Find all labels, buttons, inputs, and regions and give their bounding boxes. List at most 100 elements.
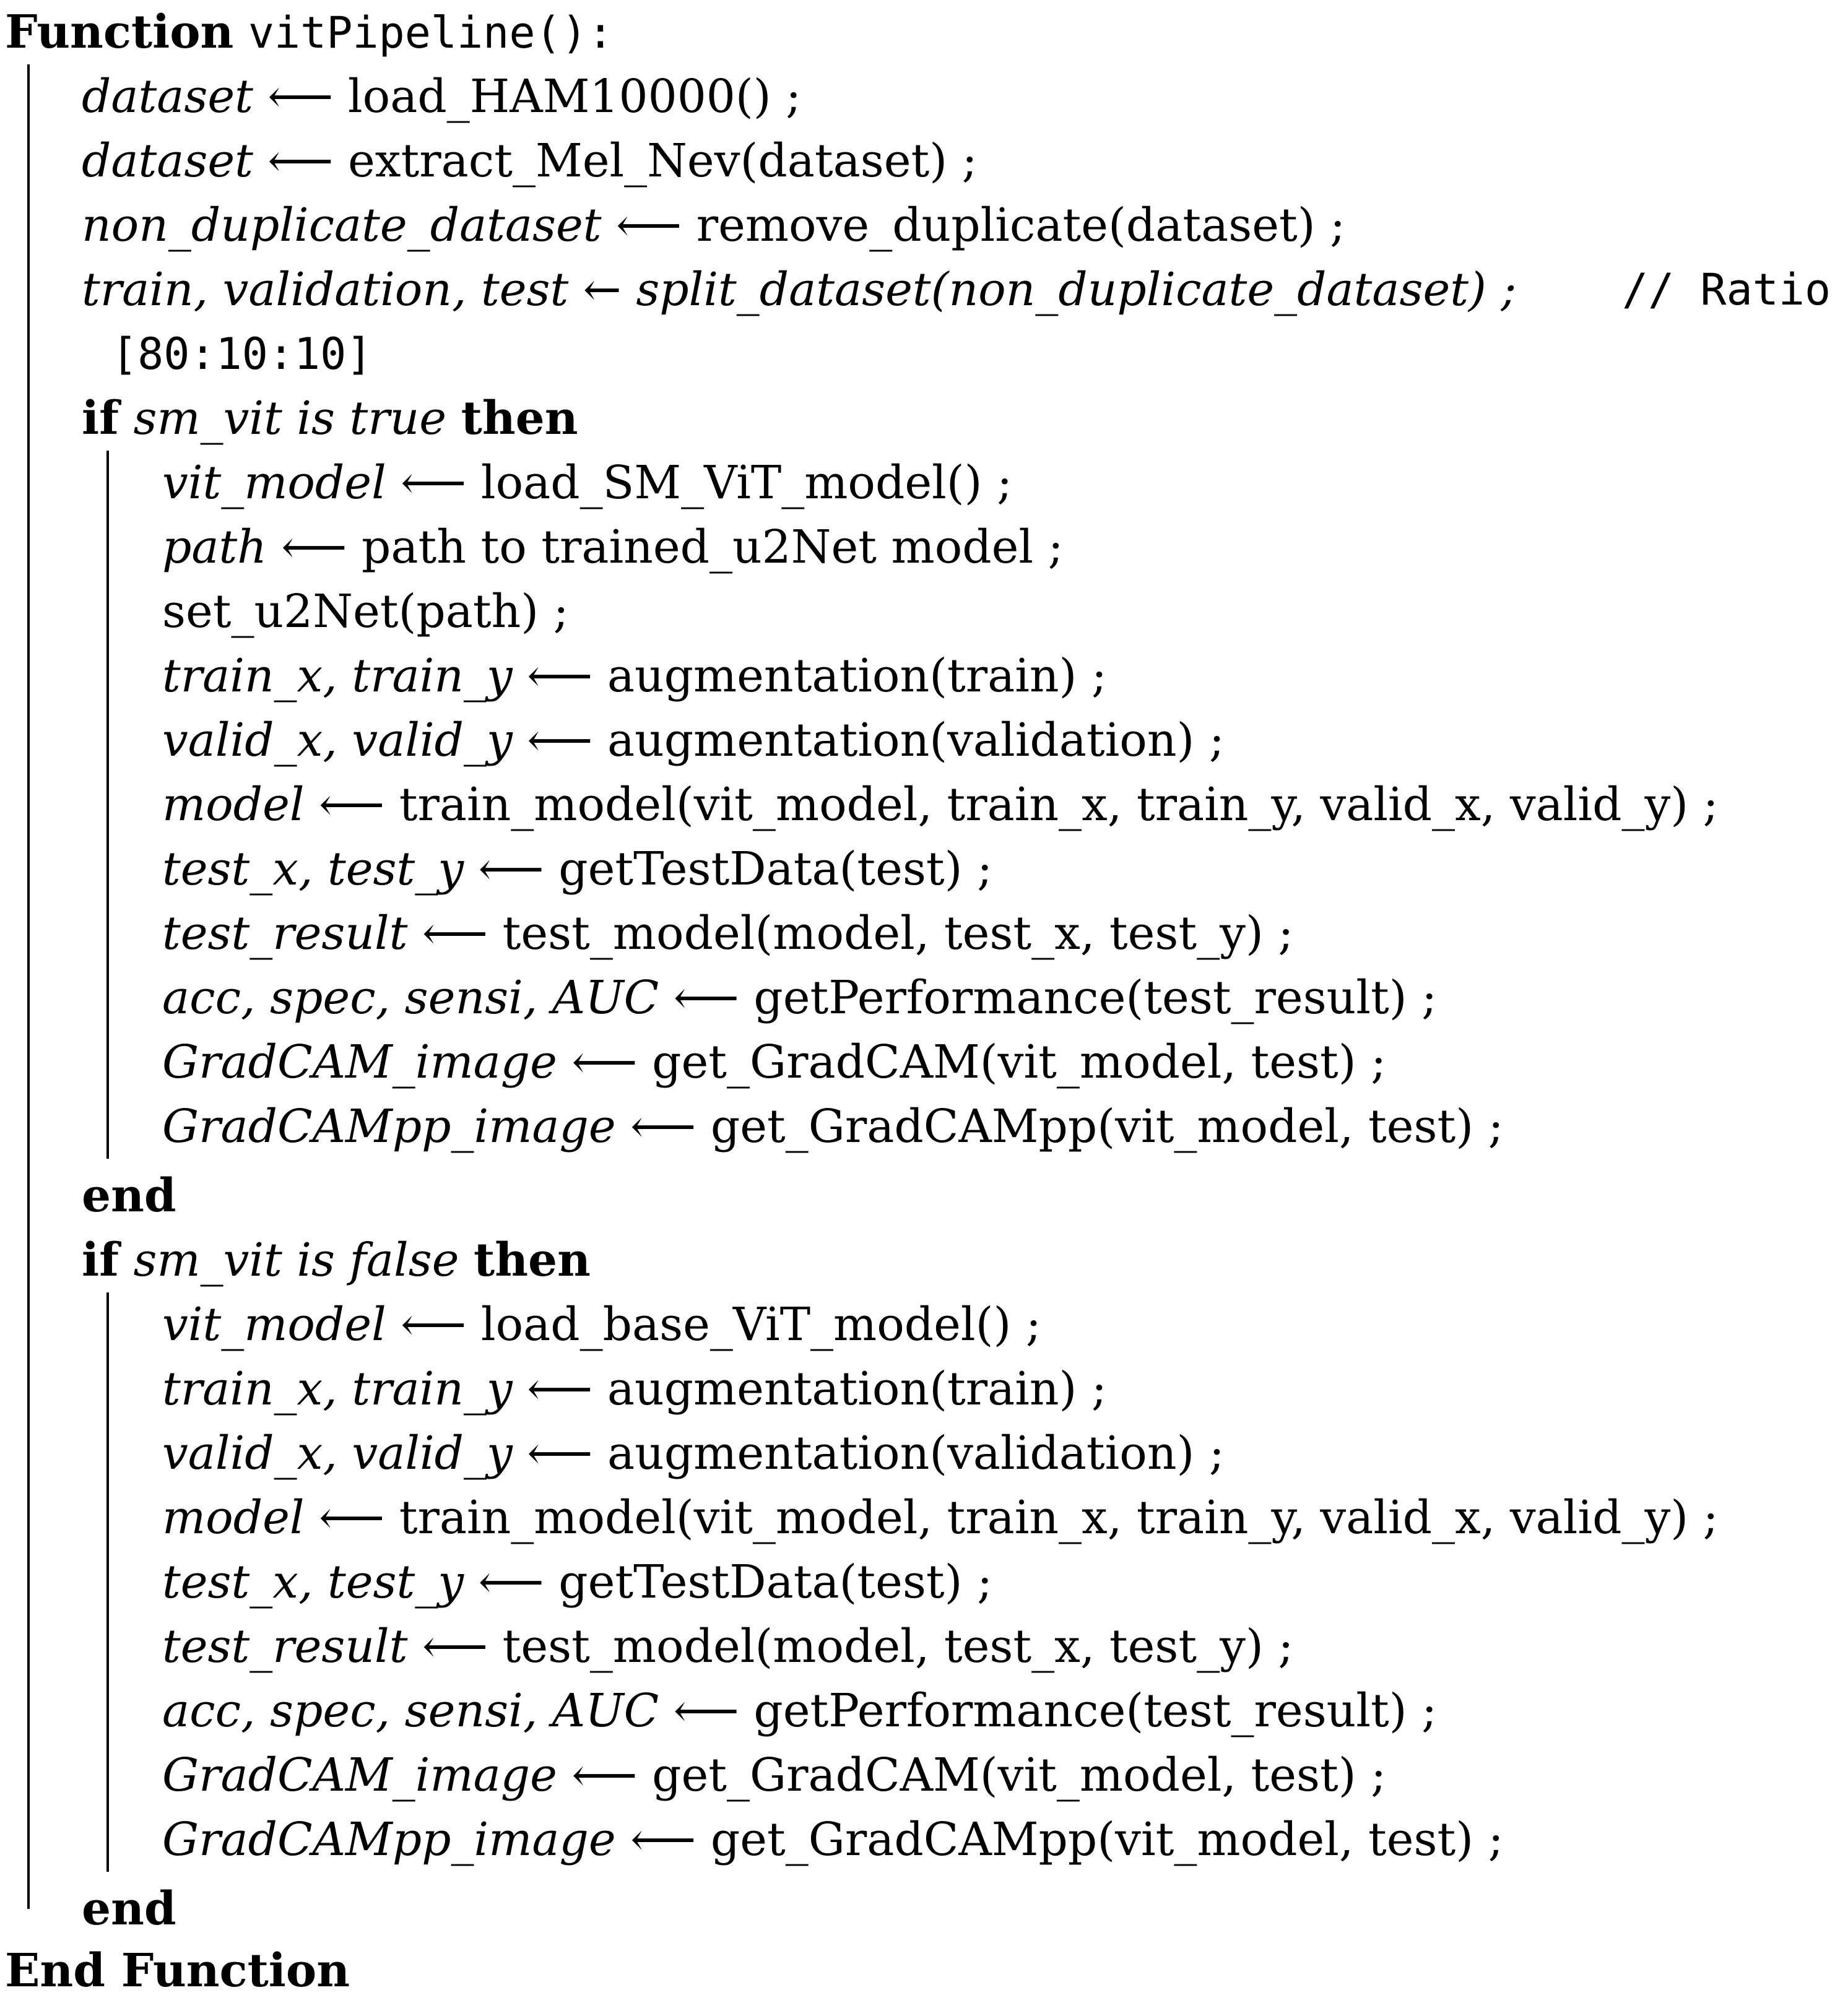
statement-lhs: test_x, test_y [162, 842, 464, 896]
assign-arrow: ⟵ [319, 1491, 385, 1544]
statement-line: path ⟵ path to trained_u2Net model ; [162, 515, 1064, 579]
statement-line: GradCAMpp_image ⟵ get_GradCAMpp(vit_mode… [162, 1094, 1504, 1159]
statement-rhs: set_u2Net(path) ; [162, 585, 569, 638]
preamble-rhs: load_HAM10000() ; [348, 70, 802, 123]
statement-rhs: augmentation(validation) ; [607, 714, 1225, 767]
statement-line: test_result ⟵ test_model(model, test_x, … [162, 1614, 1293, 1679]
if-false-body-bar [106, 1292, 109, 1872]
if-keyword: if [82, 392, 119, 445]
statement-lhs: GradCAM_image [162, 1036, 557, 1089]
condition-rest: is true [297, 392, 447, 445]
statement-rhs: getTestData(test) ; [558, 1555, 992, 1609]
preamble-line-3: non_duplicate_dataset ⟵ remove_duplicate… [82, 193, 1345, 257]
preamble-rhs: split_dataset(non_duplicate_dataset) ; [636, 263, 1517, 316]
if-false-end: end [82, 1882, 176, 1936]
assign-arrow: ⟵ [571, 1749, 638, 1802]
statement-lhs: valid_x, valid_y [162, 714, 513, 767]
assign-arrow: ⟵ [478, 1555, 544, 1609]
assign-arrow: ⟵ [527, 649, 593, 703]
statement-line: acc, spec, sensi, AUC ⟵ getPerformance(t… [162, 966, 1437, 1030]
statement-line: GradCAMpp_image ⟵ get_GradCAMpp(vit_mode… [162, 1807, 1504, 1872]
statement-rhs: path to trained_u2Net model ; [362, 521, 1064, 574]
short-arrow: ← [583, 263, 622, 316]
statement-rhs: train_model(vit_model, train_x, train_y,… [399, 1491, 1719, 1544]
if-true-header: if sm_vit is true then [82, 386, 578, 451]
preamble-lhs: non_duplicate_dataset [82, 199, 602, 252]
if-keyword: if [82, 1234, 119, 1287]
statement-lhs: GradCAMpp_image [162, 1813, 616, 1866]
assign-arrow: ⟵ [673, 971, 739, 1024]
statement-line: vit_model ⟵ load_base_ViT_model() ; [162, 1292, 1041, 1357]
statement-rhs: augmentation(validation) ; [607, 1427, 1225, 1480]
assign-arrow: ⟵ [571, 1036, 638, 1089]
statement-rhs: get_GradCAMpp(vit_model, test) ; [710, 1100, 1504, 1153]
statement-line: model ⟵ train_model(vit_model, train_x, … [162, 772, 1719, 837]
statement-line: GradCAM_image ⟵ get_GradCAM(vit_model, t… [162, 1743, 1386, 1807]
preamble-rhs: remove_duplicate(dataset) ; [696, 199, 1346, 252]
statement-rhs: test_model(model, test_x, test_y) ; [502, 1620, 1294, 1673]
assign-arrow: ⟵ [478, 842, 544, 896]
statement-lhs: test_result [162, 1620, 408, 1673]
assign-arrow: ⟵ [281, 521, 347, 574]
statement-lhs: train_x, train_y [162, 1362, 513, 1416]
statement-line: test_result ⟵ test_model(model, test_x, … [162, 901, 1293, 966]
preamble-lhs: train, validation, test [82, 263, 569, 316]
statement-line: valid_x, valid_y ⟵ augmentation(validati… [162, 708, 1225, 772]
statement-lhs: GradCAM_image [162, 1749, 557, 1802]
statement-lhs: model [162, 1491, 305, 1544]
ratio-comment-continued: [80:10:10] [111, 329, 373, 379]
statement-line: train_x, train_y ⟵ augmentation(train) ; [162, 644, 1107, 708]
statement-rhs: getPerformance(test_result) ; [753, 971, 1438, 1024]
statement-rhs: load_base_ViT_model() ; [480, 1298, 1041, 1351]
statement-lhs: acc, spec, sensi, AUC [162, 971, 659, 1024]
preamble-line-2: dataset ⟵ extract_Mel_Nev(dataset) ; [82, 129, 978, 193]
statement-rhs: augmentation(train) ; [607, 1362, 1107, 1416]
if-false-header: if sm_vit is false then [82, 1228, 591, 1292]
statement-line: train_x, train_y ⟵ augmentation(train) ; [162, 1357, 1107, 1421]
assign-arrow: ⟵ [422, 907, 488, 960]
statement-lhs: model [162, 778, 305, 831]
statement-line: GradCAM_image ⟵ get_GradCAM(vit_model, t… [162, 1030, 1386, 1094]
statement-lhs: path [162, 521, 267, 574]
end-function: End Function [5, 1944, 350, 1997]
function-body-bar [27, 64, 30, 1909]
preamble-line-1: dataset ⟵ load_HAM10000() ; [82, 64, 801, 129]
condition-rest: is false [297, 1234, 459, 1287]
statement-lhs: GradCAMpp_image [162, 1100, 616, 1153]
if-true-body-bar [106, 451, 109, 1159]
statement-line: model ⟵ train_model(vit_model, train_x, … [162, 1486, 1719, 1550]
condition-var: sm_vit [133, 392, 282, 445]
statement-line: acc, spec, sensi, AUC ⟵ getPerformance(t… [162, 1679, 1437, 1743]
if-true-end: end [82, 1169, 176, 1222]
statement-line: set_u2Net(path) ; [162, 579, 569, 644]
statement-lhs: train_x, train_y [162, 649, 513, 703]
ratio-comment: // Ratio [1622, 264, 1831, 315]
assign-arrow: ⟵ [401, 1298, 467, 1351]
assign-arrow: ⟵ [401, 456, 467, 509]
statement-rhs: get_GradCAM(vit_model, test) ; [652, 1749, 1387, 1802]
statement-line: test_x, test_y ⟵ getTestData(test) ; [162, 837, 992, 901]
statement-rhs: load_SM_ViT_model() ; [480, 456, 1013, 509]
assign-arrow: ⟵ [267, 134, 334, 188]
preamble-line-4: train, validation, test ← split_dataset(… [82, 257, 1516, 322]
statement-rhs: augmentation(train) ; [607, 649, 1107, 703]
statement-rhs: getPerformance(test_result) ; [753, 1684, 1438, 1737]
preamble-rhs: extract_Mel_Nev(dataset) ; [348, 134, 978, 188]
assign-arrow: ⟵ [527, 714, 593, 767]
statement-line: valid_x, valid_y ⟵ augmentation(validati… [162, 1421, 1225, 1486]
assign-arrow: ⟵ [630, 1100, 696, 1153]
statement-rhs: get_GradCAM(vit_model, test) ; [652, 1036, 1387, 1089]
assign-arrow: ⟵ [527, 1427, 593, 1480]
statement-rhs: train_model(vit_model, train_x, train_y,… [399, 778, 1719, 831]
function-keyword: Function [5, 6, 234, 59]
preamble-lhs: dataset [82, 134, 253, 188]
assign-arrow: ⟵ [527, 1362, 593, 1416]
statement-rhs: test_model(model, test_x, test_y) ; [502, 907, 1294, 960]
assign-arrow: ⟵ [673, 1684, 739, 1737]
statement-lhs: vit_model [162, 1298, 386, 1351]
assign-arrow: ⟵ [267, 70, 334, 123]
assign-arrow: ⟵ [319, 778, 385, 831]
condition-var: sm_vit [133, 1234, 282, 1287]
statement-lhs: valid_x, valid_y [162, 1427, 513, 1480]
